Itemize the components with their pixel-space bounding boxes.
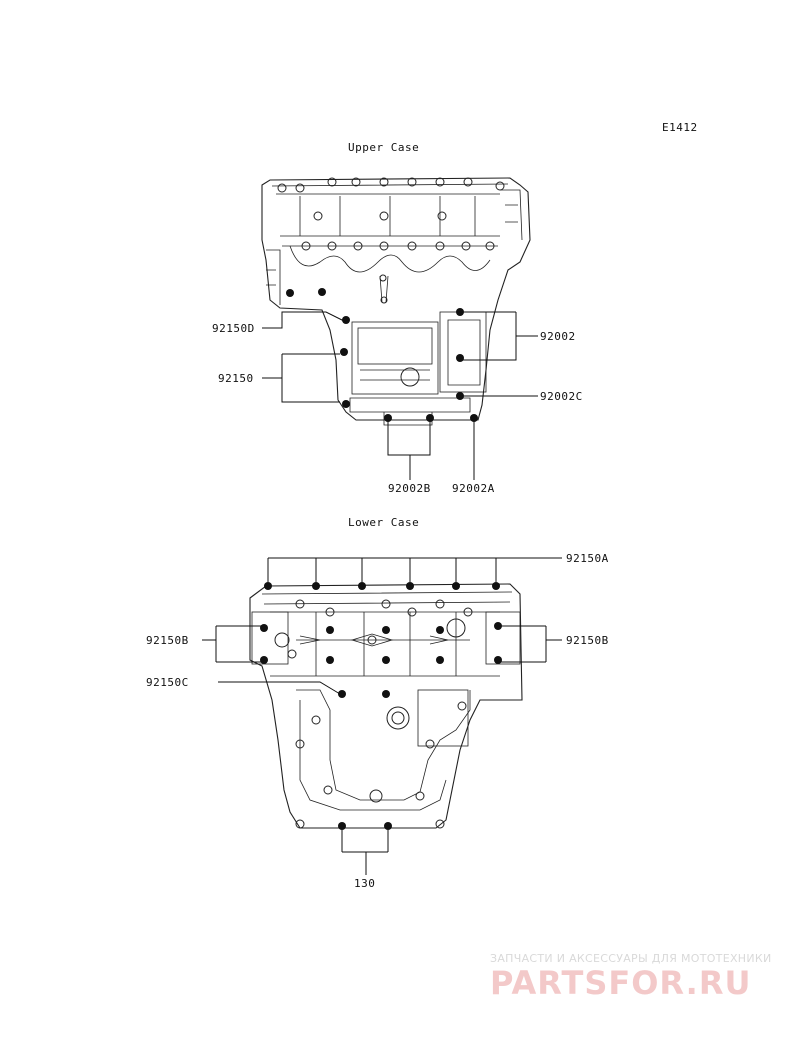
- watermark-logo: PARTSFOR.RU: [490, 964, 752, 1002]
- lower-case-drawing: [249, 582, 523, 830]
- callout-92150A[interactable]: 92150A: [566, 552, 609, 565]
- callout-92150C[interactable]: 92150C: [146, 676, 189, 689]
- figure-code: E1412: [662, 121, 698, 134]
- callout-92002A[interactable]: 92002A: [452, 482, 495, 495]
- callout-92150B-right[interactable]: 92150B: [566, 634, 609, 647]
- callout-92150D[interactable]: 92150D: [212, 322, 255, 335]
- lower-case-leaders: [202, 557, 562, 875]
- lower-case-title: Lower Case: [348, 516, 420, 529]
- upper-case-title: Upper Case: [348, 141, 420, 154]
- watermark-tagline: ЗАПЧАСТИ И АКСЕССУАРЫ ДЛЯ МОТОТЕХНИКИ: [490, 952, 772, 965]
- upper-case-leaders: [262, 311, 538, 480]
- callout-92002[interactable]: 92002: [540, 330, 576, 343]
- callout-130[interactable]: 130: [354, 877, 376, 890]
- callout-92150[interactable]: 92150: [218, 372, 254, 385]
- callout-92002C[interactable]: 92002C: [540, 390, 583, 403]
- callout-92150B-left[interactable]: 92150B: [146, 634, 189, 647]
- upper-case-drawing: [261, 177, 531, 426]
- callout-92002B[interactable]: 92002B: [388, 482, 431, 495]
